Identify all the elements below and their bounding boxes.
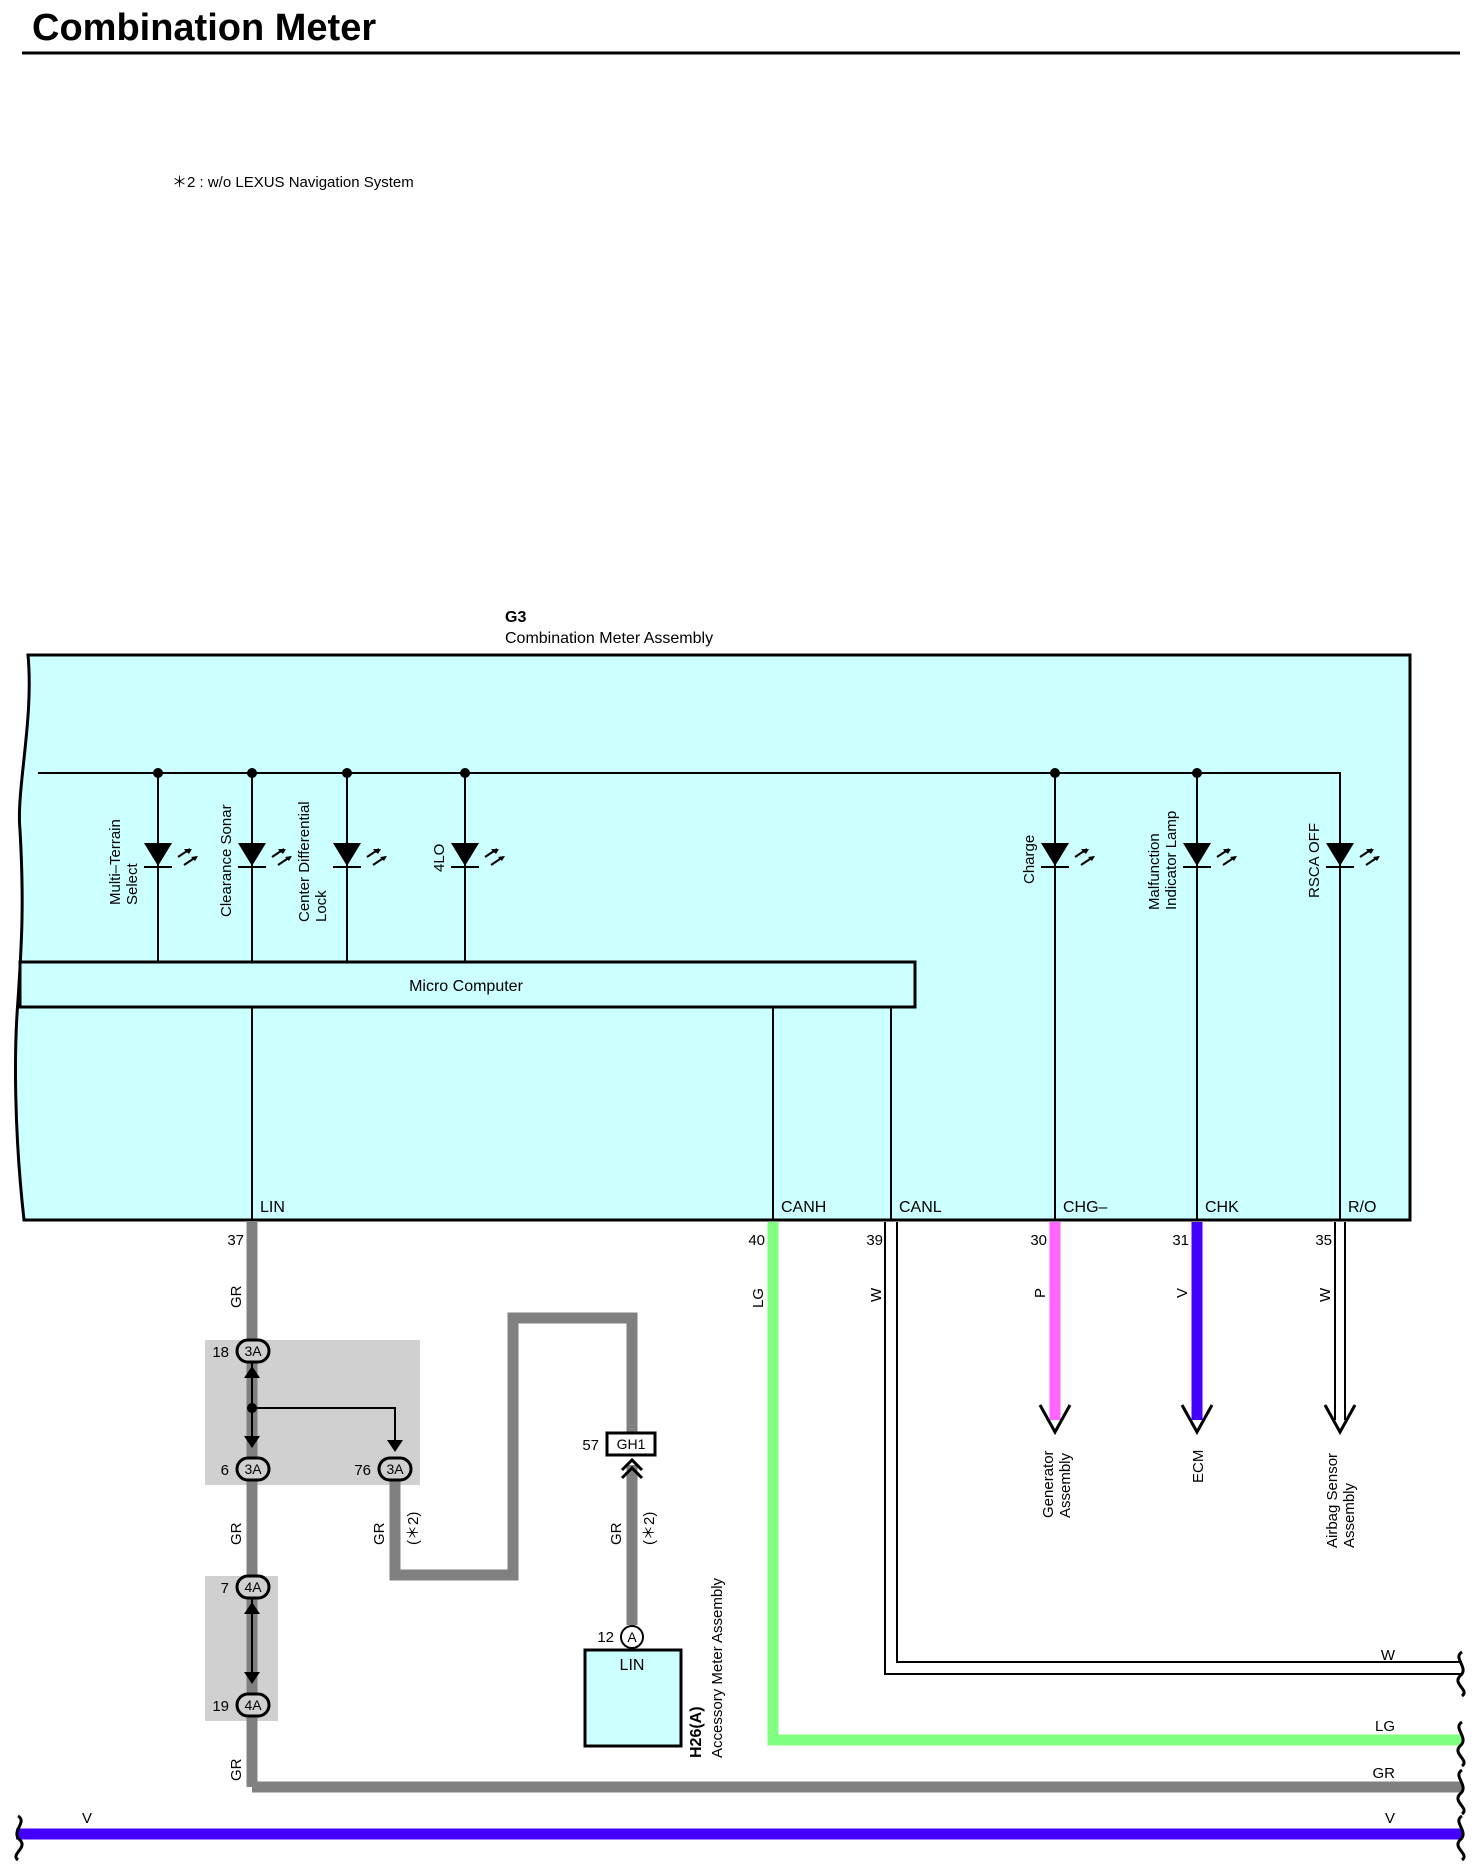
pin-chg: 30	[1030, 1232, 1047, 1249]
connector-a-12: A 12	[597, 1625, 644, 1649]
label-star-76: (＊2)	[405, 1512, 422, 1545]
svg-text:Malfunction: Malfunction	[1146, 833, 1163, 910]
connector-7-4a: 4A 7	[221, 1574, 271, 1684]
label-gr-76: GR	[371, 1522, 388, 1545]
wire-ro-w	[1323, 1222, 1357, 1436]
svg-text:57: 57	[582, 1437, 599, 1454]
svg-text:Multi–Terrain: Multi–Terrain	[107, 819, 124, 905]
svg-text:7: 7	[221, 1580, 229, 1597]
led-center-differential: Center Differential Lock	[296, 768, 388, 962]
connector-19-4a: 4A 19	[212, 1692, 271, 1718]
label-gr-mid: GR	[228, 1522, 245, 1545]
svg-text:18: 18	[212, 1344, 229, 1361]
accessory-meter-box	[583, 1648, 683, 1748]
wire-canl-w	[884, 1222, 1462, 1675]
svg-text:A: A	[627, 1629, 637, 1645]
terminal-lin: LIN	[260, 1199, 285, 1216]
led-4lo: 4LO	[431, 768, 506, 962]
wire-canh-lg	[767, 1222, 1462, 1746]
label-gr-lin: GR	[228, 1285, 245, 1308]
svg-text:4A: 4A	[244, 1697, 262, 1713]
label-lg-canh: LG	[750, 1288, 767, 1308]
dest-airbag-1: Airbag Sensor	[1324, 1453, 1341, 1548]
led-rsca-off: RSCA OFF	[1306, 823, 1381, 898]
pin-ro: 35	[1315, 1232, 1332, 1249]
terminal-canl: CANL	[899, 1199, 942, 1216]
pin-canh: 40	[748, 1232, 765, 1249]
label-v-chk: V	[1174, 1288, 1191, 1298]
svg-text:Clearance Sonar: Clearance Sonar	[218, 804, 235, 917]
dest-generator-2: Assembly	[1057, 1452, 1074, 1518]
svg-text:Lock: Lock	[313, 890, 330, 922]
svg-text:3A: 3A	[244, 1343, 262, 1359]
micro-computer-box	[18, 960, 917, 1009]
component-name: Combination Meter Assembly	[505, 630, 713, 647]
combination-meter-box	[14, 653, 1412, 1222]
dest-ecm: ECM	[1190, 1450, 1207, 1483]
svg-text:4LO: 4LO	[431, 844, 448, 872]
svg-text:GH1: GH1	[617, 1436, 646, 1452]
bus-label-v-right: V	[1385, 1810, 1395, 1827]
svg-text:12: 12	[597, 1629, 614, 1646]
connector-6-3a: 3A 6	[221, 1456, 271, 1482]
svg-text:Center Differential: Center Differential	[296, 801, 313, 922]
connector-76-3a: 3A 76	[354, 1440, 413, 1482]
wire-chk-v	[1180, 1222, 1214, 1436]
note-text: ＊2 : w/o LEXUS Navigation System	[172, 174, 414, 191]
svg-text:Indicator Lamp: Indicator Lamp	[1163, 811, 1180, 910]
terminal-chk: CHK	[1205, 1199, 1239, 1216]
led-malfunction: Malfunction Indicator Lamp	[1146, 768, 1238, 1220]
break-marks	[14, 1650, 1466, 1862]
wire-branch-76	[247, 1312, 638, 1625]
svg-text:RSCA OFF: RSCA OFF	[1306, 823, 1323, 898]
svg-text:3A: 3A	[386, 1461, 404, 1477]
accessory-name: Accessory Meter Assembly	[709, 1577, 726, 1758]
pin-canl: 39	[866, 1232, 883, 1249]
bus-label-gr: GR	[1373, 1765, 1396, 1782]
pin-lin: 37	[227, 1232, 244, 1249]
svg-text:19: 19	[212, 1698, 229, 1715]
label-w-canl: W	[868, 1287, 885, 1302]
svg-text:3A: 3A	[244, 1461, 262, 1477]
pin-chk: 31	[1172, 1232, 1189, 1249]
component-code: G3	[505, 609, 526, 626]
svg-text:6: 6	[221, 1462, 229, 1479]
accessory-terminal: LIN	[620, 1657, 645, 1674]
label-w-ro: W	[1317, 1287, 1334, 1302]
connector-gh1: GH1 57	[582, 1431, 657, 1480]
bus-label-v-left: V	[82, 1810, 92, 1827]
label-p-chg: P	[1032, 1288, 1049, 1298]
led-charge: Charge	[1021, 768, 1096, 1220]
bus-label-lg: LG	[1375, 1718, 1395, 1735]
svg-text:4A: 4A	[244, 1579, 262, 1595]
internal-bus	[38, 772, 1341, 1220]
svg-text:Select: Select	[124, 862, 141, 905]
micro-computer-label: Micro Computer	[409, 978, 523, 995]
label-star-gh1: (＊2)	[641, 1512, 658, 1545]
dest-airbag-2: Assembly	[1341, 1482, 1358, 1548]
bus-label-w: W	[1381, 1647, 1396, 1664]
svg-text:Charge: Charge	[1021, 835, 1038, 884]
wire-lin-gr	[246, 1222, 1462, 1793]
terminal-chg: CHG–	[1063, 1199, 1108, 1216]
terminal-canh: CANH	[781, 1199, 826, 1216]
label-gr-gh1: GR	[608, 1522, 625, 1545]
led-multi-terrain: Multi–Terrain Select	[107, 768, 199, 962]
svg-text:76: 76	[354, 1462, 371, 1479]
label-gr-bottom: GR	[228, 1758, 245, 1781]
accessory-code: H26(A)	[688, 1706, 705, 1758]
dest-generator-1: Generator	[1040, 1450, 1057, 1518]
led-clearance-sonar: Clearance Sonar	[218, 768, 293, 962]
terminal-ro: R/O	[1348, 1199, 1376, 1216]
connector-18-3a: 3A 18	[212, 1338, 271, 1448]
wire-chg-p	[1038, 1222, 1072, 1436]
page-title: Combination Meter	[32, 7, 376, 49]
